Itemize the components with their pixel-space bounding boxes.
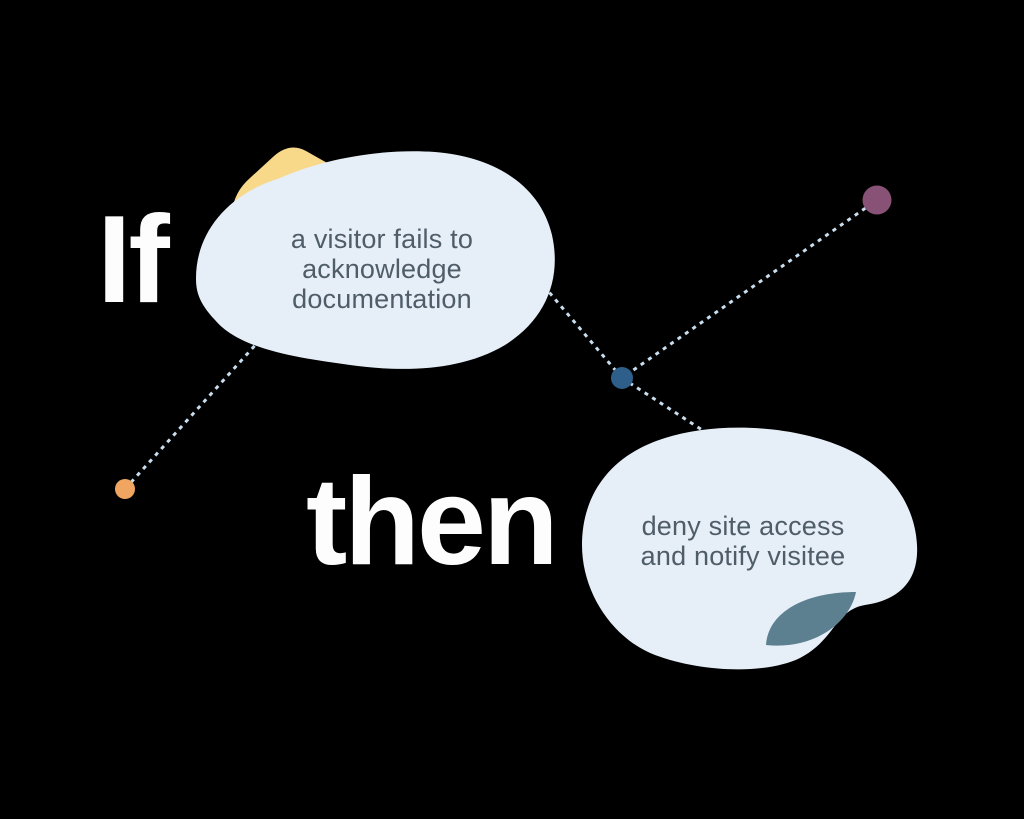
if-label: If [97, 191, 170, 329]
teal-leaf-shape [766, 592, 856, 646]
condition-bubble-text: a visitor fails to acknowledge documenta… [252, 224, 512, 314]
purple-node-dot [862, 185, 892, 215]
action-bubble-text: deny site access and notify visitee [613, 511, 873, 571]
condition-line: acknowledge [302, 254, 462, 284]
action-line: deny site access [641, 511, 845, 541]
condition-line: a visitor fails to [290, 224, 474, 254]
then-label: then [306, 453, 559, 591]
condition-line: documentation [292, 284, 472, 314]
orange-node-dot [115, 479, 135, 499]
condition-bubble [196, 151, 555, 369]
blue-node-dot [611, 367, 633, 389]
action-line: and notify visitee [640, 541, 846, 571]
